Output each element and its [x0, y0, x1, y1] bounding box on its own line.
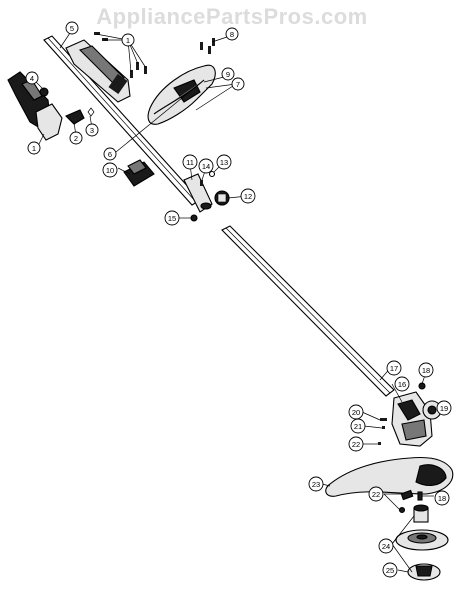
callout-label: 20: [352, 408, 360, 417]
callout-12: 12: [240, 188, 256, 204]
spool-cap: [407, 563, 441, 581]
callout-3: 3: [85, 123, 99, 137]
callout-25: 25: [382, 562, 398, 578]
callout-18-top: 18: [418, 362, 434, 378]
callout-label: 18: [438, 494, 446, 503]
callout-label: 25: [386, 566, 394, 575]
callout-label: 5: [70, 24, 74, 33]
callout-label: 19: [440, 404, 448, 413]
callout-label: 23: [312, 480, 320, 489]
callout-2: 2: [69, 131, 83, 145]
callout-label: 18: [422, 366, 430, 375]
callout-7: 7: [231, 77, 245, 91]
callout-4: 4: [25, 71, 39, 85]
callout-18-bottom: 18: [434, 490, 450, 506]
callout-8: 8: [225, 27, 239, 41]
small-washer: [208, 170, 216, 178]
callout-label: 6: [108, 150, 112, 159]
callout-22-bottom: 22: [368, 486, 384, 502]
guard: [325, 456, 454, 497]
callout-label: 3: [90, 126, 94, 135]
callout-label: 17: [390, 364, 398, 373]
motor-cover: [422, 400, 442, 420]
callout-label: 2: [74, 134, 78, 143]
callout-13: 13: [216, 154, 232, 170]
callout-label: 13: [220, 158, 228, 167]
callout-20: 20: [348, 404, 364, 420]
callout-label: 4: [30, 74, 34, 83]
small-spring-part: [87, 107, 95, 117]
trigger-part: [65, 109, 85, 125]
throttle-housing-right: [65, 39, 131, 103]
motor-housing: [391, 391, 433, 447]
callout-label: 21: [354, 422, 362, 431]
upper-shaft: [43, 35, 201, 206]
callout-label: 15: [168, 214, 176, 223]
callout-19: 19: [436, 400, 452, 416]
callout-24: 24: [378, 538, 394, 554]
callout-6: 6: [103, 147, 117, 161]
callout-1-left: 1: [27, 141, 41, 155]
throttle-housing-left: [7, 71, 63, 141]
watermark: AppliancePartsPros.com: [96, 4, 368, 29]
callout-label: 11: [186, 158, 194, 167]
callout-label: 9: [226, 70, 230, 79]
callout-11: 11: [182, 154, 198, 170]
callout-label: 22: [352, 440, 360, 449]
spool: [395, 529, 449, 551]
callout-23: 23: [308, 476, 324, 492]
lower-shaft: [221, 225, 395, 397]
callout-21: 21: [350, 418, 366, 434]
callout-label: 1: [32, 144, 36, 153]
head-screws: [378, 382, 426, 445]
callout-9: 9: [221, 67, 235, 81]
handle-screws: [200, 38, 215, 54]
callout-17: 17: [386, 360, 402, 376]
callout-label: 14: [202, 162, 210, 171]
spool-washer: [398, 506, 406, 514]
callout-1-top: 1: [121, 33, 135, 47]
callout-14: 14: [198, 158, 214, 174]
shaft-coupler: [183, 173, 213, 213]
callout-22-top: 22: [348, 436, 364, 452]
leader-lines: [33, 29, 443, 573]
screws-group-top: [94, 32, 147, 78]
handle-clamp: [123, 159, 155, 187]
lock-button-part: [39, 87, 49, 97]
callout-label: 22: [372, 490, 380, 499]
spool-hub: [413, 504, 429, 523]
callout-label: 7: [236, 80, 240, 89]
callout-label: 10: [106, 166, 114, 175]
coupler-knob: [214, 190, 230, 206]
auxiliary-handle: [147, 64, 216, 125]
callout-label: 12: [244, 192, 252, 201]
callout-16: 16: [394, 376, 410, 392]
callout-5: 5: [65, 21, 79, 35]
callout-15: 15: [164, 210, 180, 226]
callout-label: 8: [230, 30, 234, 39]
callout-label: 1: [126, 36, 130, 45]
callout-label: 24: [382, 542, 390, 551]
callout-10: 10: [102, 162, 118, 178]
small-pin: [200, 180, 203, 186]
callout-label: 16: [398, 380, 406, 389]
